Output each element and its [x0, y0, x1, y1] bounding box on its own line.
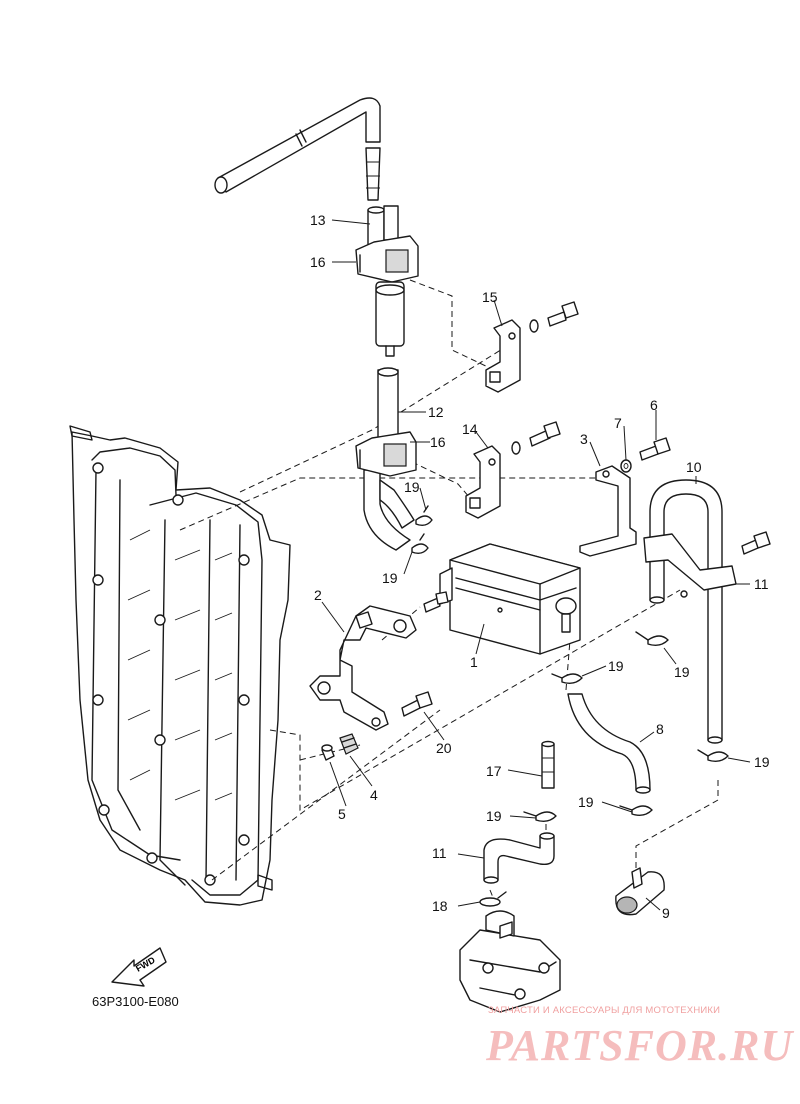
watermark-logo: PARTSFOR.RU [486, 1021, 794, 1070]
watermark-subtitle: ЗАПЧАСТИ И АКСЕССУАРЫ ДЛЯ МОТОТЕХНИКИ [488, 1005, 721, 1016]
callout-19-b: 19 [382, 570, 398, 586]
callout-11: 11 [432, 845, 447, 861]
callout-16-lower: 16 [430, 434, 446, 450]
fuel-filter-1 [439, 543, 581, 655]
callout-12: 11 [754, 576, 769, 592]
fwd-arrow: FWD [111, 947, 167, 987]
callout-labels: 13 16 15 12 16 14 3 7 6 10 19 19 11 1 2 … [310, 212, 770, 921]
grommet-4 [339, 733, 359, 755]
callout-9: 9 [662, 905, 670, 921]
callout-19-e: 19 [754, 754, 770, 770]
callout-5: 5 [338, 806, 346, 822]
hose-8 [567, 693, 651, 794]
callout-15-upper: 15 [482, 289, 498, 305]
bracket-15-upper [485, 319, 521, 393]
bolt-12 [741, 531, 771, 555]
clip-19-c [635, 631, 669, 647]
callout-19-f: 19 [486, 808, 502, 824]
callout-19-g: 19 [578, 794, 594, 810]
clip-19-d [697, 749, 729, 763]
cylinder-body [69, 425, 291, 906]
joint-9 [615, 867, 665, 916]
hose-10 [649, 479, 723, 744]
callout-15-lower: 14 [462, 421, 478, 437]
callout-2: 2 [314, 587, 322, 603]
bolt-upper [529, 301, 579, 333]
clip-19-a [415, 505, 433, 527]
callout-17: 17 [486, 763, 502, 779]
bracket-2 [309, 605, 417, 731]
diagram-code: 63P3100-E080 [92, 994, 179, 1009]
pump-housing [459, 910, 561, 1013]
callout-10: 10 [686, 459, 702, 475]
callout-18: 18 [432, 898, 448, 914]
clamp-16-upper [355, 235, 419, 283]
callout-8: 8 [656, 721, 664, 737]
clip-19-f [619, 805, 653, 817]
clip-19-b [411, 533, 429, 555]
leader-lines [321, 219, 751, 911]
filter-element [375, 281, 405, 357]
joint-17 [541, 740, 555, 789]
bolt-6 [639, 437, 671, 461]
hose-11 [483, 832, 555, 884]
callout-20: 20 [436, 740, 452, 756]
bolt-bracket2 [423, 591, 449, 613]
callout-19-a: 19 [404, 479, 420, 495]
bolt-20 [401, 691, 433, 717]
vent-hose-top [214, 97, 381, 201]
callout-19-c: 19 [608, 658, 624, 674]
bracket-3 [579, 465, 637, 557]
callout-16-upper: 16 [310, 254, 326, 270]
clip-18 [479, 891, 507, 907]
callout-14: 13 [310, 212, 326, 228]
callout-1: 1 [470, 654, 478, 670]
clip-19-e [551, 673, 583, 685]
washer-7 [620, 459, 632, 473]
bracket-15-lower [465, 445, 501, 519]
callout-3: 3 [580, 431, 588, 447]
callout-4: 4 [370, 787, 378, 803]
clamp-16-lower [355, 431, 417, 477]
callout-19-d: 19 [674, 664, 690, 680]
callout-7: 7 [614, 415, 622, 431]
callout-13: 12 [428, 404, 444, 420]
clip-19-g [523, 811, 557, 823]
callout-6: 6 [650, 397, 658, 413]
collar-5 [321, 744, 335, 761]
bolt-mid [511, 421, 561, 455]
